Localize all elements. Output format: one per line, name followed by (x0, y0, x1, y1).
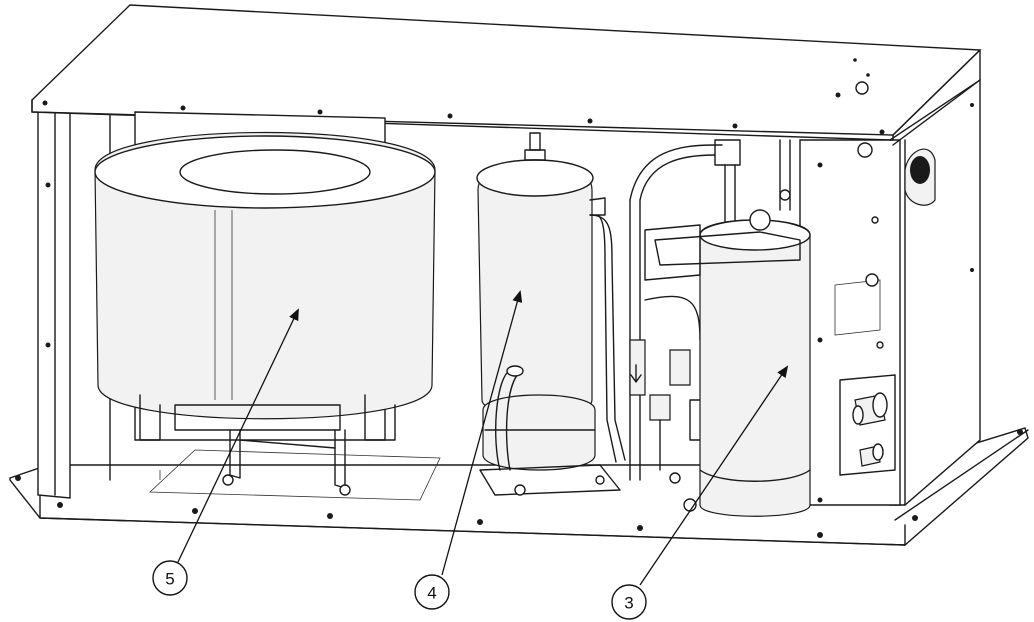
callout-circle (152, 560, 188, 596)
leader-line-5 (177, 308, 299, 563)
leader-line-3 (639, 365, 789, 586)
compressor (644, 139, 811, 517)
service-panel (799, 139, 901, 506)
receiver-tank (476, 132, 626, 496)
leader-line-4 (441, 290, 523, 576)
callout-label: 4 (427, 584, 436, 603)
callout-label: 3 (624, 594, 633, 613)
callout-balloon-5: 5 (152, 560, 188, 596)
right-side-panel (889, 78, 981, 506)
callout-circle (414, 574, 450, 610)
callout-label: 5 (165, 570, 174, 589)
piping-assembly (629, 139, 741, 512)
callout-leaders (177, 290, 789, 586)
top-cover (31, 4, 982, 146)
callout-balloon-4: 4 (414, 574, 450, 610)
fan-housing (94, 111, 436, 496)
callout-balloon-3: 3 (611, 584, 647, 620)
callout-circle (611, 584, 647, 620)
